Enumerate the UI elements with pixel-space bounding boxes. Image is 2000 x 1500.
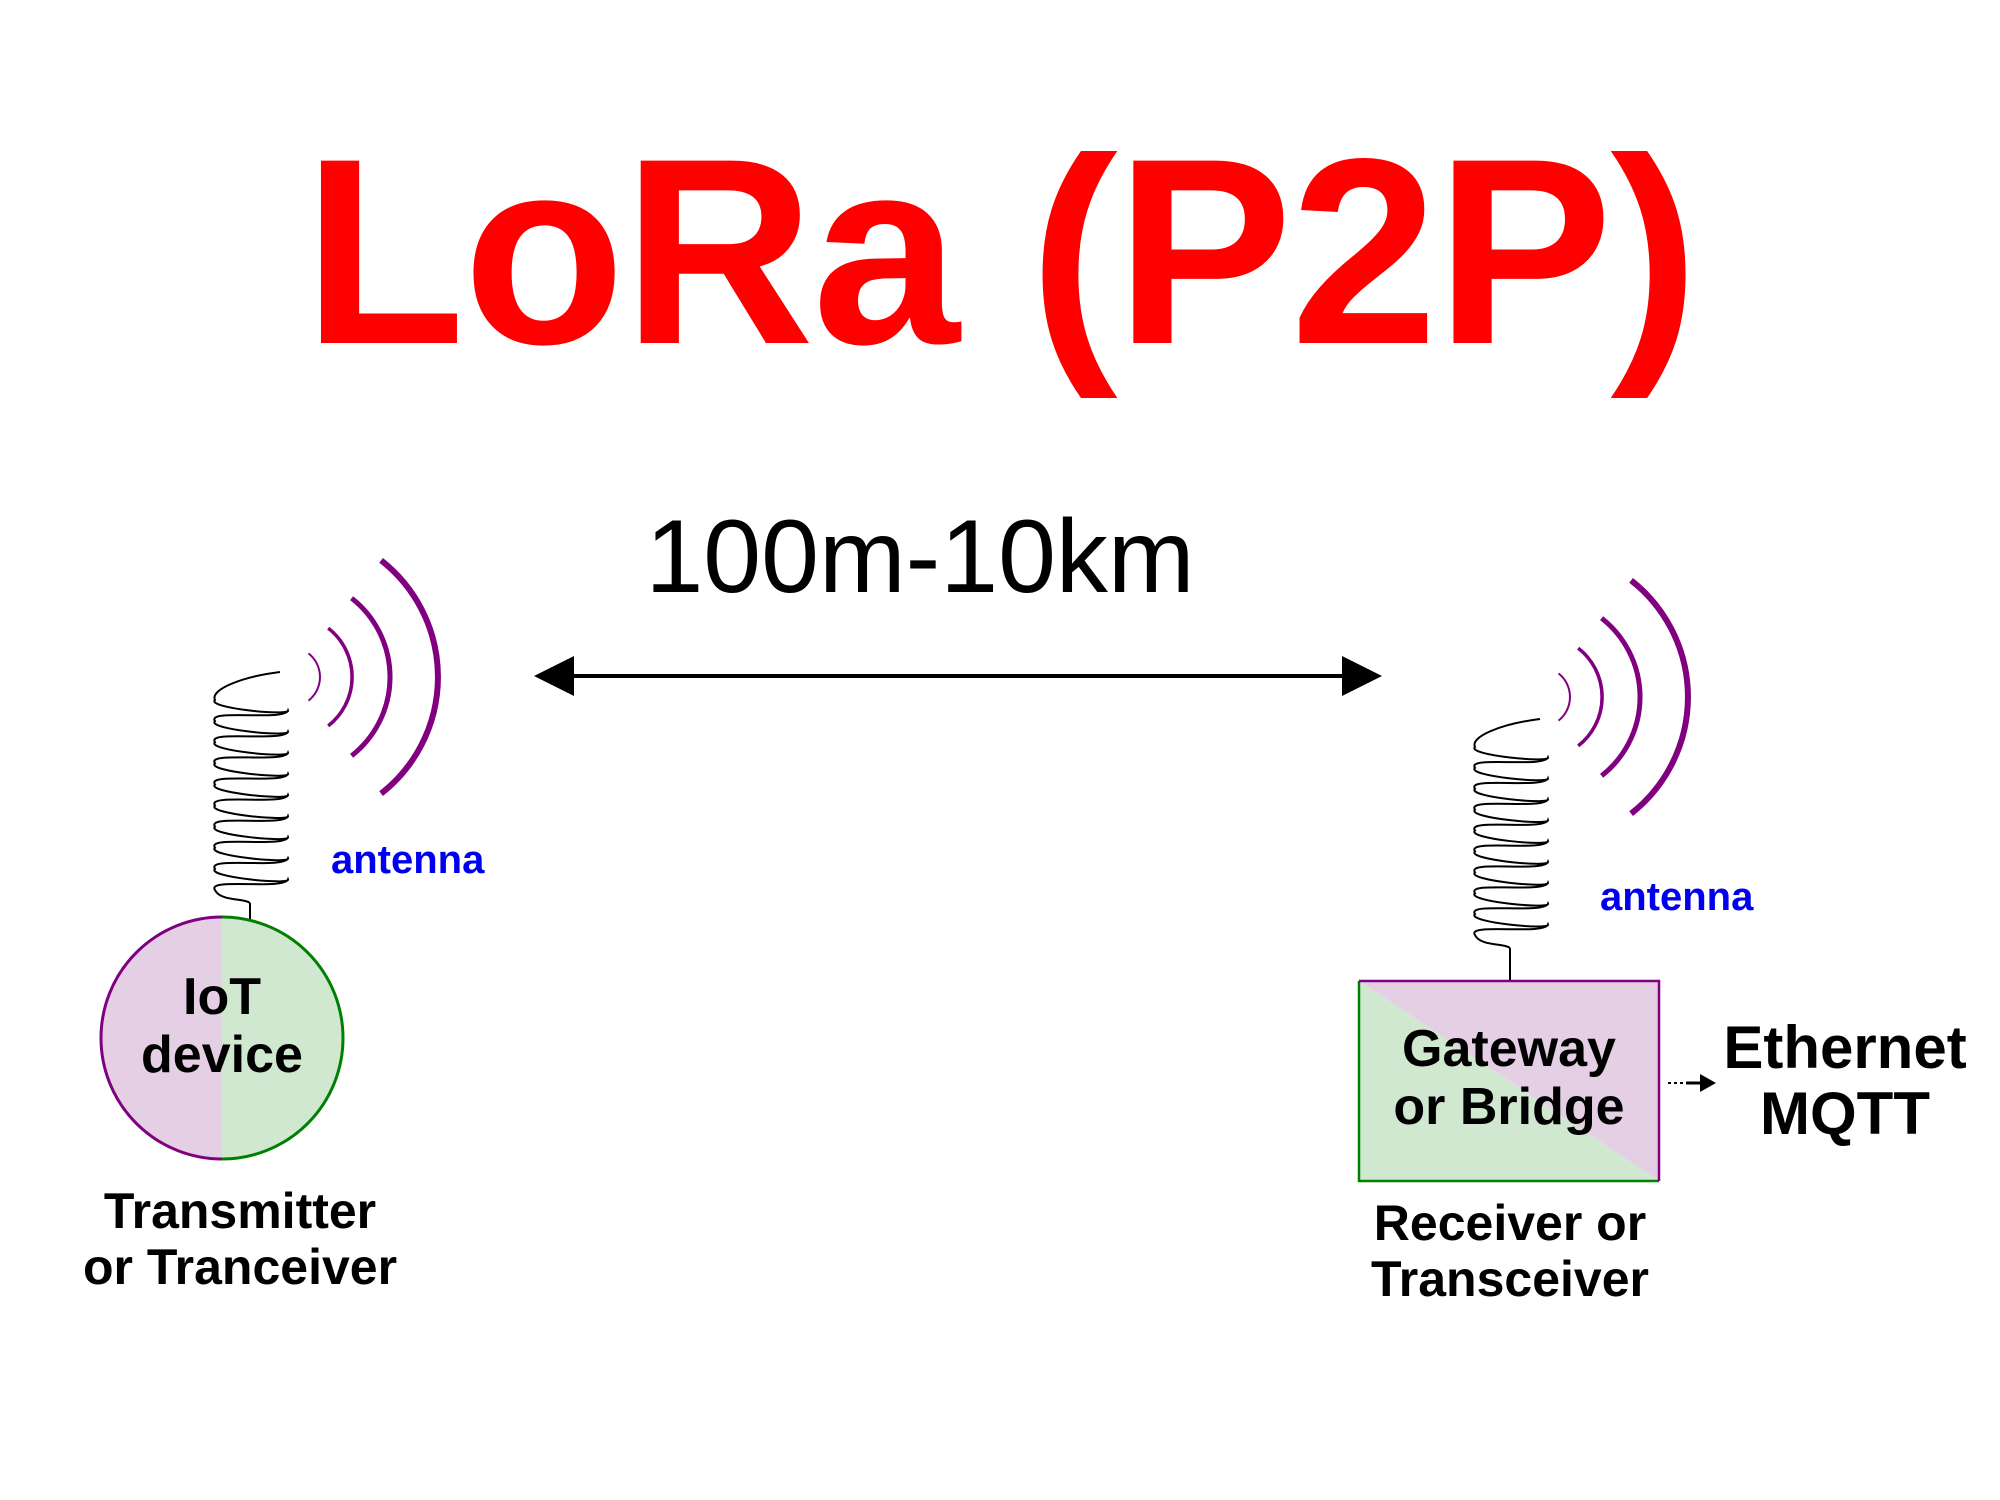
right-wave-4: [1629, 578, 1691, 816]
iot-device-label-line2: device: [141, 1026, 303, 1085]
gateway-outline-green: [1357, 981, 1659, 1183]
gateway-label-line2: or Bridge: [1393, 1078, 1625, 1137]
iot-device-label: IoT device: [112, 968, 332, 1084]
left-role-label: Transmitter or Tranceiver: [40, 1183, 440, 1295]
iot-device-outline-left: [99, 915, 223, 1161]
iot-device-outline-right: [221, 915, 345, 1161]
left-wave-2: [327, 626, 354, 728]
gateway-label: Gateway or Bridge: [1359, 1020, 1659, 1136]
gateway-green-triangle: [1359, 981, 1659, 1181]
left-antenna-coil-icon: [213, 671, 290, 935]
gateway-outline-purple: [1359, 979, 1661, 1181]
range-label: 100m-10km: [645, 499, 1195, 615]
output-connector-arrow: [1668, 1074, 1716, 1092]
page-title: LoRa (P2P): [303, 104, 1699, 400]
output-label: Ethernet MQTT: [1700, 1015, 1990, 1147]
output-label-line1: Ethernet: [1723, 1014, 1967, 1081]
right-wave-2: [1577, 646, 1604, 748]
right-role-line1: Receiver or: [1373, 1195, 1647, 1251]
left-wave-1: [307, 652, 321, 702]
right-signal-waves: [1557, 578, 1691, 816]
left-signal-waves: [307, 558, 441, 796]
right-antenna-coil-icon: [1473, 718, 1550, 980]
iot-device-label-line1: IoT: [183, 968, 261, 1026]
right-wave-3: [1600, 616, 1643, 778]
gateway-node: [1357, 979, 1661, 1183]
right-role-label: Receiver or Transceiver: [1310, 1195, 1710, 1307]
left-antenna-label: antenna: [331, 838, 485, 882]
output-label-line2: MQTT: [1760, 1080, 1930, 1147]
left-wave-3: [350, 596, 393, 758]
right-antenna-label: antenna: [1600, 875, 1754, 919]
right-role-line2: Transceiver: [1371, 1251, 1649, 1307]
right-wave-1: [1557, 672, 1571, 722]
left-wave-4: [379, 558, 441, 796]
gateway-label-line1: Gateway: [1402, 1020, 1616, 1078]
left-role-line1: Transmitter: [103, 1183, 377, 1239]
left-role-line2: or Tranceiver: [82, 1239, 398, 1295]
